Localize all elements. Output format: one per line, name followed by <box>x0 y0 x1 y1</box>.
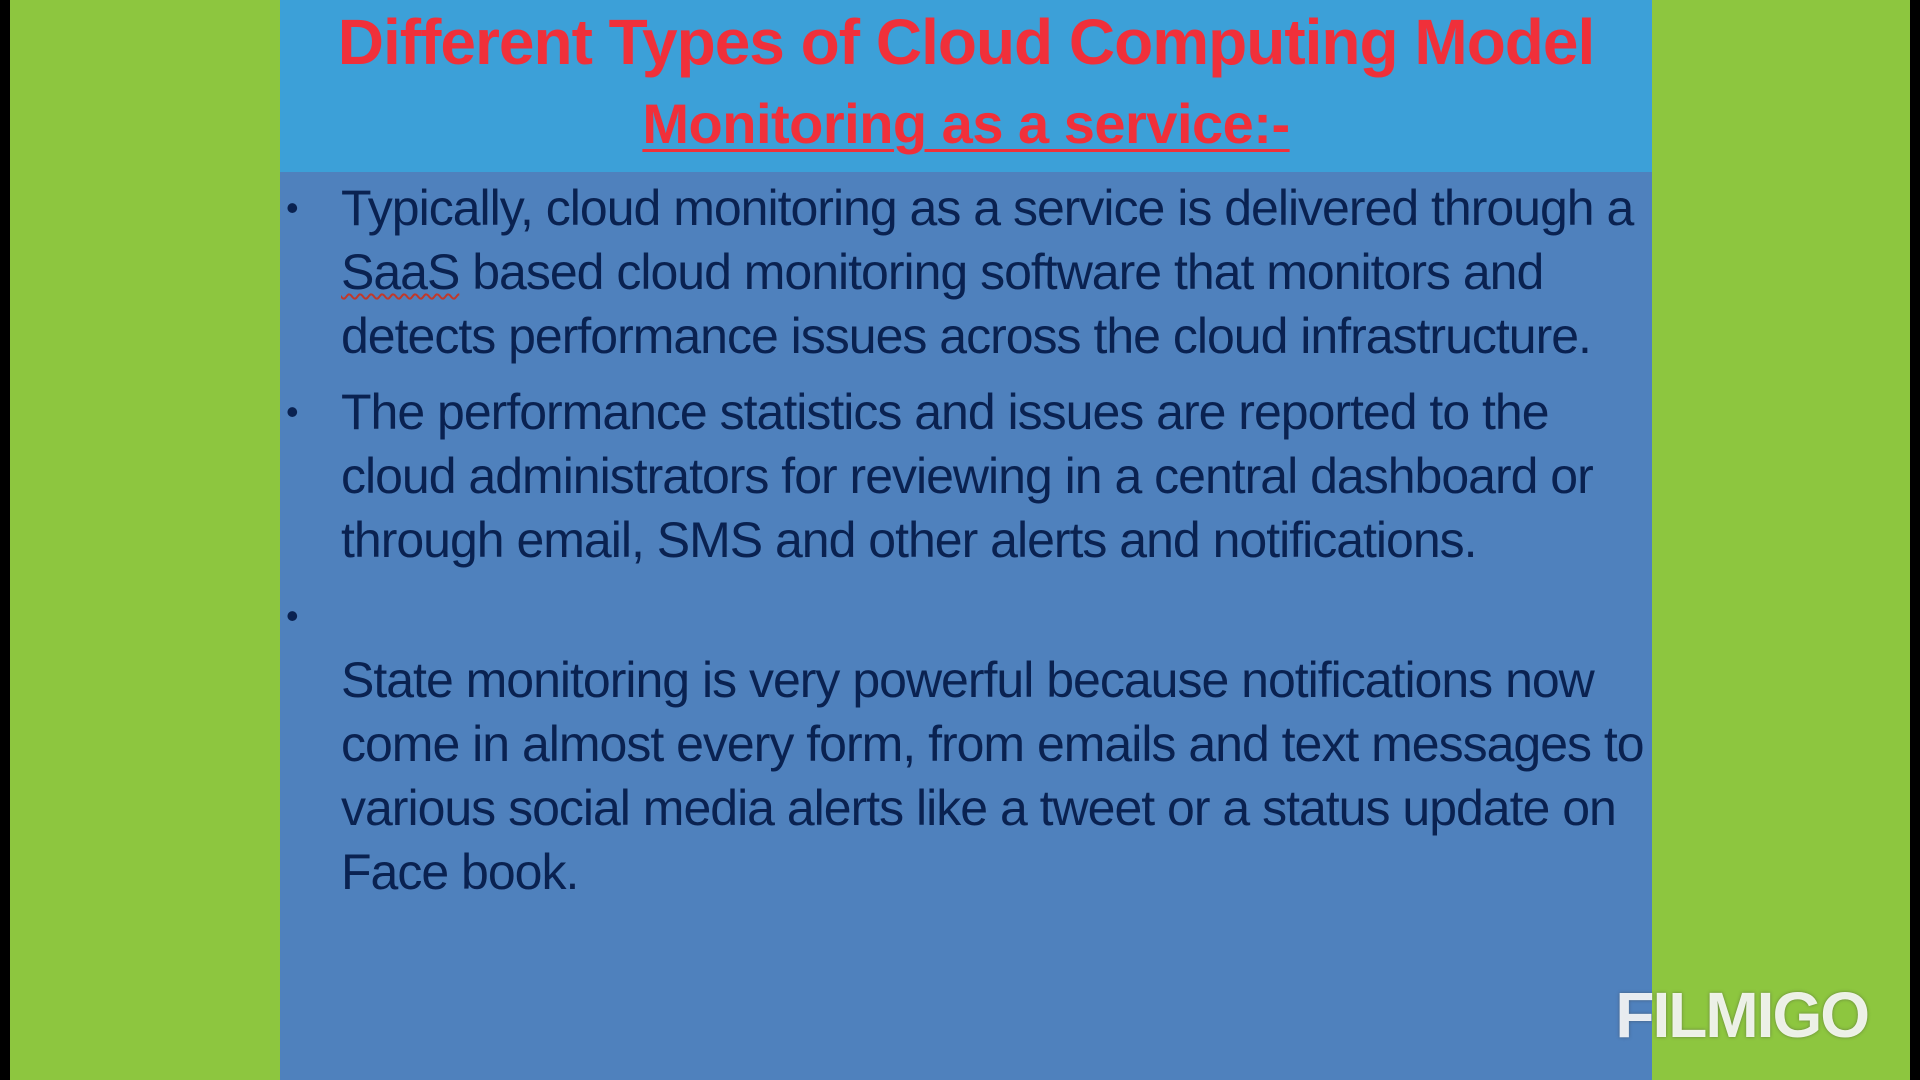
bullet-list: • Typically, cloud monitoring as a servi… <box>280 176 1652 904</box>
filmigo-watermark: FILMIGO <box>1615 979 1870 1051</box>
saas-term: SaaS <box>341 244 460 300</box>
slide-header: Different Types of Cloud Computing Model… <box>280 0 1652 172</box>
blank-line <box>341 584 1646 648</box>
slide-title: Different Types of Cloud Computing Model <box>337 6 1596 78</box>
bullet-item: • The performance statistics and issues … <box>280 380 1652 572</box>
bullet-text-after: based cloud monitoring software that mon… <box>341 244 1592 364</box>
bullet-text-before: Typically, cloud monitoring as a service… <box>341 180 1634 236</box>
bullet-icon: • <box>286 595 299 636</box>
bullet-item: • State monitoring is very powerful beca… <box>280 584 1652 904</box>
bullet-text: State monitoring is very powerful becaus… <box>341 652 1645 900</box>
presentation-slide: Different Types of Cloud Computing Model… <box>280 0 1652 1080</box>
bullet-text: The performance statistics and issues ar… <box>341 384 1594 568</box>
bullet-item: • Typically, cloud monitoring as a servi… <box>280 176 1652 368</box>
video-frame: Different Types of Cloud Computing Model… <box>10 0 1910 1080</box>
bullet-icon: • <box>286 187 299 228</box>
slide-subtitle: Monitoring as a service:- <box>642 92 1290 155</box>
bullet-icon: • <box>286 391 299 432</box>
